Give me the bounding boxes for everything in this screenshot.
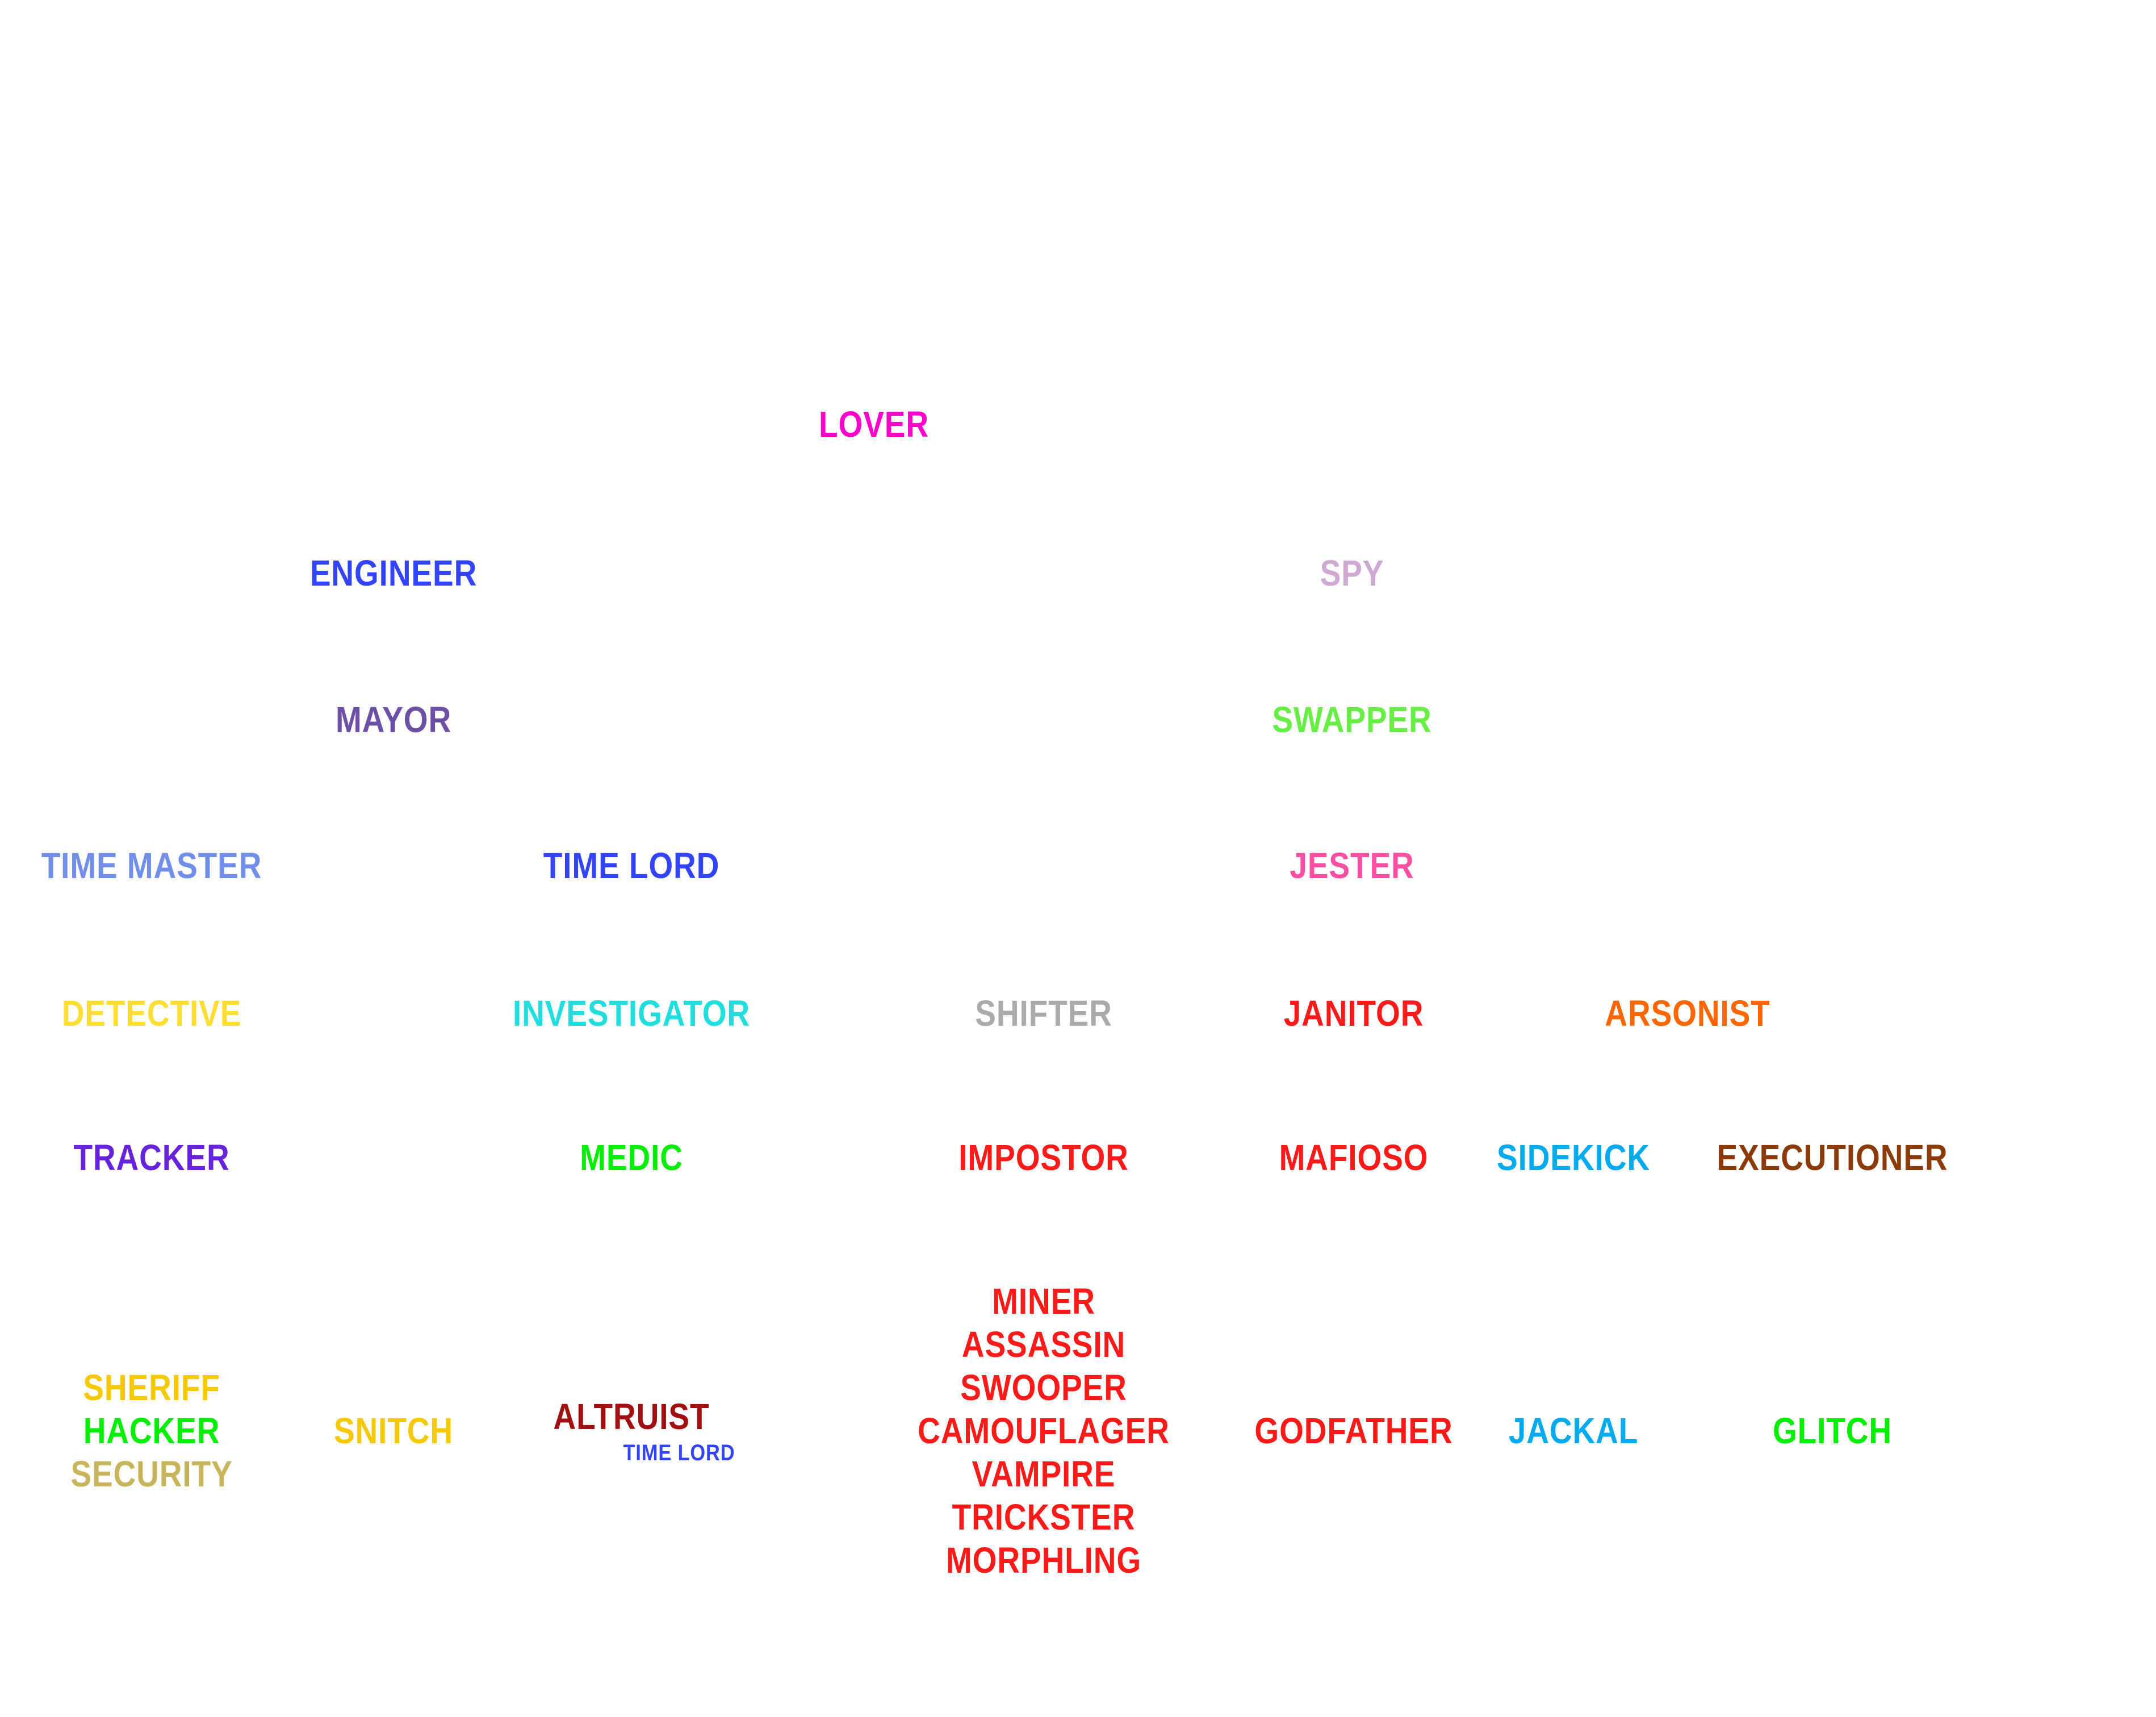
- role-label-security: SECURITY: [70, 1453, 233, 1494]
- role-label-engineer: ENGINEER: [309, 553, 478, 594]
- role-label-morphling: MORPHLING: [945, 1540, 1142, 1581]
- role-label-godfather: GODFATHER: [1254, 1410, 1453, 1451]
- role-label-altruist-requires-time-lord: TIME LORD: [623, 1440, 735, 1465]
- role-label-medic: MEDIC: [580, 1137, 683, 1178]
- role-label-altruist: ALTRUIST: [553, 1396, 710, 1437]
- role-label-lover: LOVER: [819, 404, 929, 445]
- role-label-snitch: SNITCH: [333, 1410, 454, 1451]
- role-label-jester: JESTER: [1290, 845, 1414, 886]
- role-label-mayor: MAYOR: [335, 699, 452, 740]
- role-label-spy: SPY: [1320, 553, 1384, 594]
- role-label-swooper: SWOOPER: [960, 1367, 1127, 1408]
- role-label-miner: MINER: [992, 1281, 1095, 1322]
- role-label-investigator: INVESTIGATOR: [512, 993, 751, 1034]
- role-label-glitch: GLITCH: [1772, 1410, 1893, 1451]
- role-label-jackal: JACKAL: [1508, 1410, 1639, 1451]
- role-label-hacker: HACKER: [83, 1410, 220, 1451]
- role-label-mafioso: MAFIOSO: [1279, 1137, 1429, 1178]
- role-label-tracker: TRACKER: [73, 1137, 230, 1178]
- role-label-arsonist: ARSONIST: [1605, 993, 1770, 1034]
- role-label-trickster: TRICKSTER: [952, 1497, 1136, 1538]
- role-label-detective: DETECTIVE: [61, 993, 242, 1034]
- role-label-swapper: SWAPPER: [1272, 699, 1432, 740]
- role-label-sidekick: SIDEKICK: [1497, 1137, 1650, 1178]
- role-label-assassin: ASSASSIN: [961, 1324, 1126, 1365]
- role-label-vampire: VAMPIRE: [972, 1453, 1116, 1494]
- role-label-impostor: IMPOSTOR: [958, 1137, 1129, 1178]
- role-label-time-lord: TIME LORD: [543, 845, 720, 886]
- role-label-time-master: TIME MASTER: [41, 845, 262, 886]
- role-label-camouflager: CAMOUFLAGER: [918, 1410, 1170, 1451]
- role-label-janitor: JANITOR: [1283, 993, 1424, 1034]
- role-label-shifter: SHIFTER: [975, 993, 1112, 1034]
- role-label-executioner: EXECUTIONER: [1717, 1137, 1948, 1178]
- role-label-sheriff: SHERIFF: [83, 1367, 220, 1408]
